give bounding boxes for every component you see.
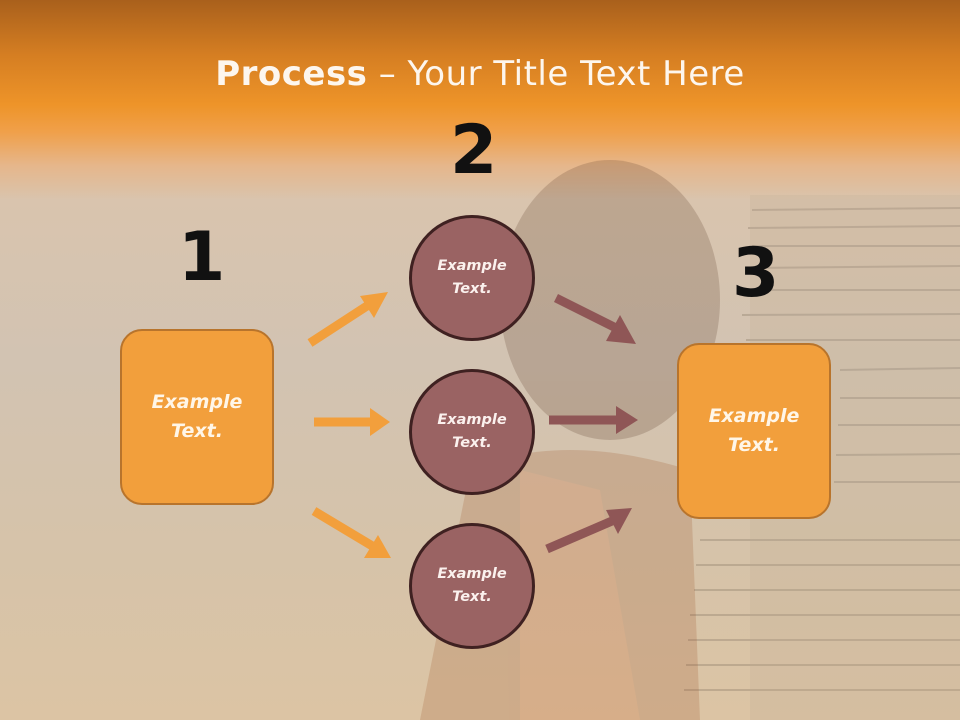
step-number-1: 1: [178, 218, 226, 297]
circle-3-text: Example Text.: [437, 566, 507, 605]
title-bold: Process: [215, 54, 368, 94]
arrowhead-4: [606, 315, 636, 344]
process-circle-1: Example Text.: [409, 215, 535, 341]
arrowhead-6: [606, 508, 632, 534]
right-box-text: Example Text.: [708, 405, 800, 456]
arrowhead-5: [616, 406, 638, 434]
circle-1-text: Example Text.: [437, 258, 507, 297]
arrowhead-3: [364, 535, 391, 558]
step-number-2: 2: [450, 111, 498, 190]
title-rest: – Your Title Text Here: [367, 54, 745, 94]
arrow-to-circle-1: [307, 300, 373, 347]
arrowhead-2: [370, 408, 390, 436]
slide-title: Process – Your Title Text Here: [0, 54, 960, 94]
right-text-box: Example Text.: [677, 343, 831, 519]
arrow-to-circle-3: [311, 507, 377, 551]
arrow-from-circle-3: [545, 516, 614, 554]
left-text-box: Example Text.: [120, 329, 274, 505]
left-box-text: Example Text.: [151, 391, 243, 442]
arrow-from-circle-1: [553, 293, 619, 333]
step-number-3: 3: [732, 234, 780, 313]
arrowhead-1: [360, 292, 388, 318]
process-circle-3: Example Text.: [409, 523, 535, 649]
process-circle-2: Example Text.: [409, 369, 535, 495]
circle-2-text: Example Text.: [437, 412, 507, 451]
